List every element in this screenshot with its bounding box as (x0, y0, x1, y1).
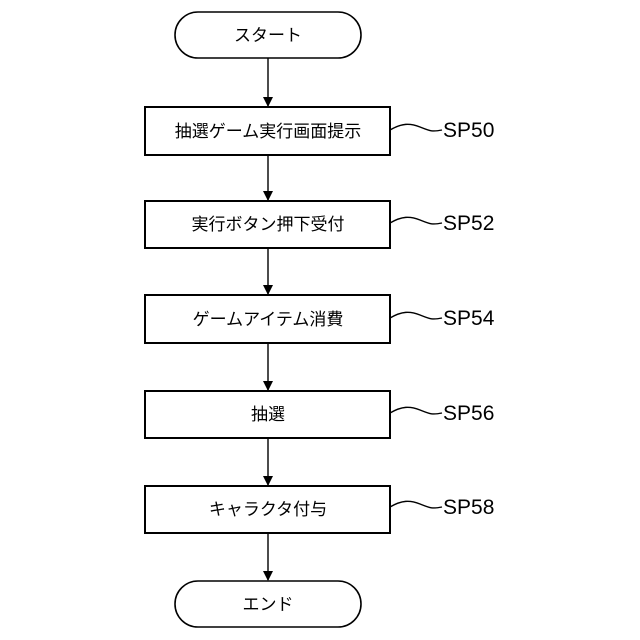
process-step-sp58: キャラクタ付与 SP58 (145, 486, 494, 533)
leader-line (390, 407, 442, 414)
step-id-label: SP58 (443, 496, 494, 519)
start-terminal: スタート (175, 12, 361, 58)
process-label: キャラクタ付与 (209, 500, 327, 520)
step-id-label: SP50 (443, 119, 494, 142)
start-label: スタート (234, 26, 302, 46)
process-label: 抽選ゲーム実行画面提示 (175, 122, 362, 142)
process-step-sp52: 実行ボタン押下受付 SP52 (145, 201, 494, 248)
process-label: 抽選 (251, 405, 285, 425)
step-id-label: SP56 (443, 402, 494, 425)
leader-line (390, 124, 442, 131)
process-label: ゲームアイテム消費 (193, 310, 344, 330)
leader-line (390, 501, 442, 508)
end-label: エンド (243, 595, 294, 615)
end-terminal: エンド (175, 581, 361, 627)
leader-line (390, 217, 442, 224)
process-label: 実行ボタン押下受付 (192, 215, 345, 235)
step-id-label: SP54 (443, 307, 495, 330)
step-id-label: SP52 (443, 212, 494, 235)
process-step-sp56: 抽選 SP56 (145, 391, 494, 438)
leader-line (390, 312, 442, 319)
process-step-sp54: ゲームアイテム消費 SP54 (145, 295, 495, 343)
process-step-sp50: 抽選ゲーム実行画面提示 SP50 (145, 107, 494, 155)
